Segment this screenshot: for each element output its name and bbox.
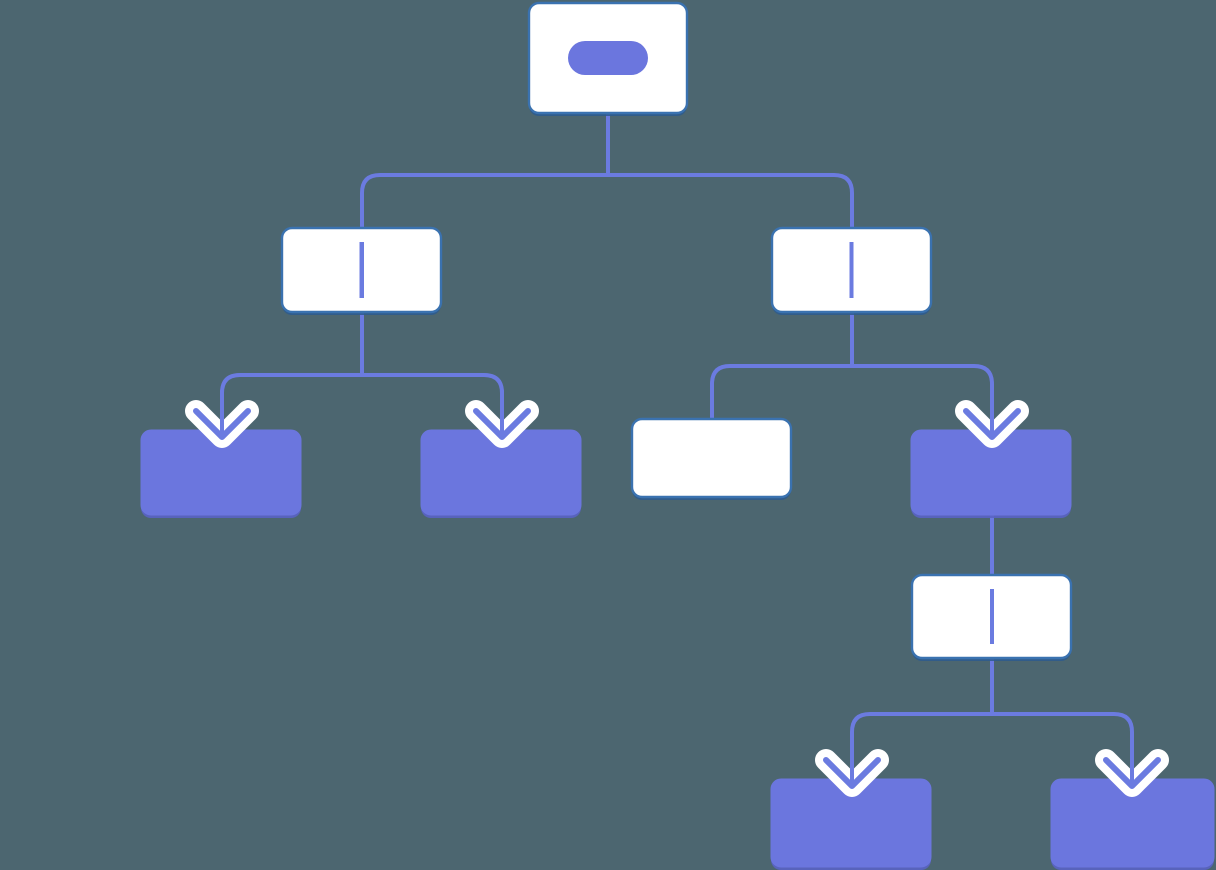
leaf-node-e[interactable] bbox=[1050, 778, 1215, 870]
leaf-node-b[interactable] bbox=[420, 429, 582, 518]
leaf-node-c[interactable] bbox=[910, 429, 1072, 518]
root-node-pill-icon bbox=[568, 41, 648, 75]
edge-level1-left-to-leaf-b-arrowhead bbox=[465, 389, 539, 448]
edge-overlay-layer bbox=[359, 242, 994, 644]
edge-level3-to-leaf-e[interactable] bbox=[990, 658, 1134, 786]
root-node[interactable] bbox=[527, 1, 689, 116]
level2-plain-node-body[interactable] bbox=[630, 417, 793, 499]
edge-level1-right-to-leaf-c-arrowhead bbox=[955, 389, 1029, 448]
level2-plain-node[interactable] bbox=[630, 417, 793, 500]
edge-level1-right-to-leaf-c[interactable] bbox=[850, 312, 994, 437]
edge-level1-left-to-leaf-a-arrowhead bbox=[185, 389, 259, 448]
arrow-layer bbox=[185, 389, 1169, 797]
edge-level3-to-leaf-d-arrowhead bbox=[815, 738, 889, 797]
leaf-node-d[interactable] bbox=[770, 778, 932, 870]
node-layer bbox=[140, 1, 1215, 870]
edge-level3-to-leaf-d[interactable] bbox=[850, 658, 994, 786]
leaf-node-a[interactable] bbox=[140, 429, 302, 518]
edge-level1-right-to-plain[interactable] bbox=[710, 312, 854, 419]
edge-root-to-level1-right[interactable] bbox=[606, 113, 854, 228]
edge-level3-to-leaf-e-arrowhead bbox=[1095, 738, 1169, 797]
